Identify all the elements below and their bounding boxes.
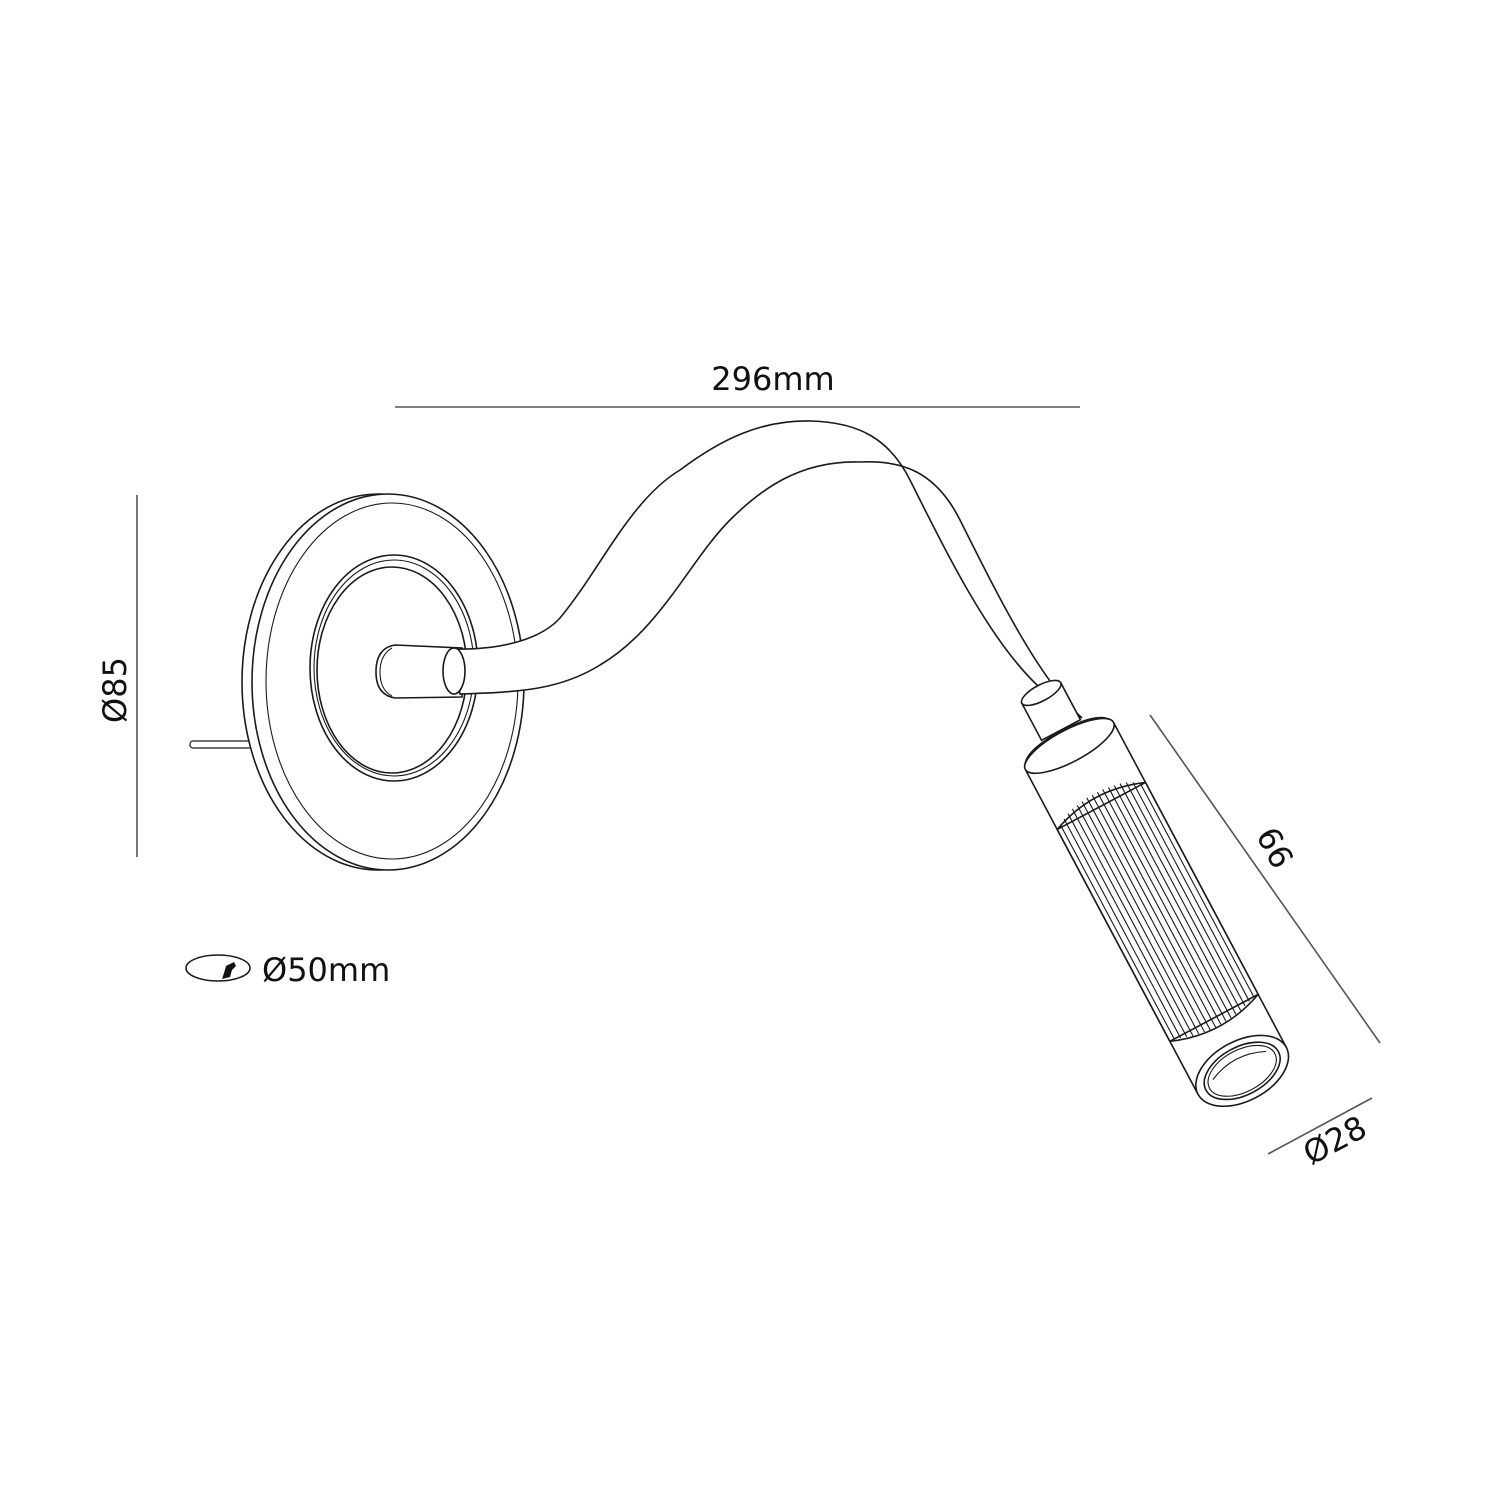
width-dimension-label: 296mm [711,360,834,398]
lens-bezel [1195,1034,1290,1108]
head-diameter-dimension: Ø28 [1267,1097,1373,1173]
head-diameter-label: Ø28 [1297,1108,1373,1172]
cutout-legend-label: Ø50mm [262,951,390,989]
base-diameter-label: Ø85 [96,657,134,723]
width-dimension: 296mm [395,360,1080,408]
lamp-head [1020,679,1290,1108]
cable-rod [189,740,253,749]
head-diameter-line [1267,1097,1373,1155]
base-diameter-dimension: Ø85 [96,495,138,857]
arm-collar [1020,679,1082,742]
head-length-line [1149,714,1381,1044]
flexible-gooseneck-arm [442,420,1083,719]
cutout-legend: Ø50mm [185,951,390,989]
mounting-stub [375,644,463,699]
ribbed-sleeve [1056,781,1260,1043]
recessed-cutout-icon [185,954,251,982]
